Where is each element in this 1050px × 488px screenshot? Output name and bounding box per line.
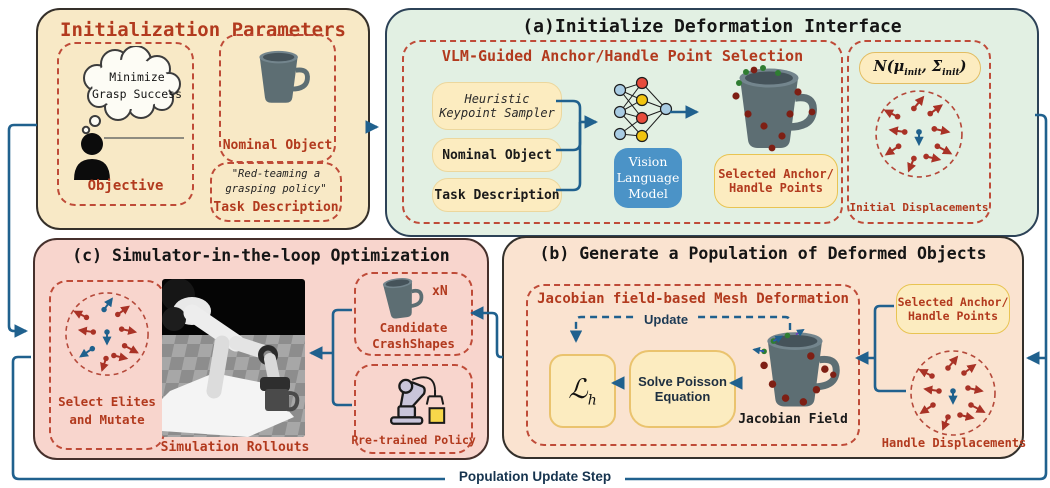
person-icon — [74, 133, 110, 180]
vlm-selection-box: VLM-Guided Anchor/Handle Point Selection… — [402, 40, 843, 224]
task-description-input-box: Task Description — [432, 178, 562, 212]
jacobian-box-title: Jacobian field-based Mesh Deformation — [537, 291, 849, 307]
panel-b-generate-population: (b) Generate a Population of Deformed Ob… — [502, 236, 1026, 459]
panel-a-title: (a)Initialize Deformation Interface — [522, 16, 902, 37]
population-update-step-label: Population Update Step — [445, 469, 625, 484]
panel-c-title: (c) Simulator-in-the-loop Optimization — [72, 246, 450, 265]
anchor-handle-pill: Selected Anchor/ Handle Points — [896, 284, 1010, 334]
divider-line — [104, 137, 184, 139]
robot-arm-icon — [390, 376, 446, 425]
anchor-pill-line2: Handle Points — [907, 309, 998, 323]
task-quote-line2: grasping policy" — [225, 183, 327, 195]
vlm-label-line3: Model — [628, 186, 668, 202]
mug-icon — [245, 48, 311, 108]
anchor-pill-line1: Selected Anchor/ — [897, 295, 1009, 309]
select-elites-box: Select Elites and Mutate — [49, 280, 165, 450]
handle-displacement-scatter-icon — [910, 350, 996, 436]
handle-displacements-label: Handle Displacements — [881, 436, 1027, 450]
crashshape-mug-icon — [380, 273, 426, 322]
jacobian-field-label: Jacobian Field — [738, 412, 848, 427]
vlm-label-line2: Language — [616, 169, 680, 185]
nominal-object-input-label: Nominal Object — [442, 147, 552, 163]
vlm-selection-title: VLM-Guided Anchor/Handle Point Selection — [441, 47, 804, 65]
neural-network-icon — [613, 76, 673, 143]
objective-label: Objective — [87, 178, 164, 194]
nominal-object-box: Nominal Object — [219, 34, 336, 163]
task-description-box: "Red-teaming a grasping policy" Task Des… — [210, 162, 342, 222]
select-elites-line2: and Mutate — [69, 412, 145, 427]
solve-poisson-line2: Equation — [654, 389, 711, 404]
formula-text: N(μinit, Σinit) — [873, 58, 967, 78]
panel-a-initialize-deformation: (a)Initialize Deformation Interface VLM-… — [385, 8, 1039, 237]
selected-points-line2: Handle Points — [729, 181, 823, 195]
task-description-input-label: Task Description — [434, 187, 560, 203]
gaussian-formula-pill: N(μinit, Σinit) — [859, 52, 981, 84]
initial-displacements-box: N(μinit, Σinit) Initial Displacem — [847, 40, 991, 224]
nominal-object-label: Nominal Object — [222, 138, 333, 153]
elites-scatter-icon — [65, 292, 149, 376]
thought-text-line2: Grasp Success — [91, 87, 182, 101]
panel-c-simulator-optimization: (c) Simulator-in-the-loop Optimization — [33, 238, 489, 460]
thought-text-line1: Minimize — [109, 70, 165, 84]
task-description-label: Task Description — [213, 200, 339, 215]
simulation-rollouts-label: Simulation Rollouts — [160, 440, 310, 455]
pretrained-policy-box: Pre-trained Policy — [351, 364, 476, 454]
jacobian-deformation-box: Jacobian field-based Mesh Deformation ℒh… — [526, 284, 860, 446]
jacobian-field-mug-icon — [752, 328, 842, 414]
displacement-scatter-icon — [875, 90, 963, 178]
vlm-label-line1: Vision — [628, 153, 668, 169]
nominal-object-input-box: Nominal Object — [432, 138, 562, 172]
loss-box: ℒh — [549, 354, 616, 428]
objective-box: Minimize Grasp Success Objective — [57, 42, 194, 206]
task-quote-line1: "Red-teaming a — [231, 168, 321, 180]
panel-initialization: Initialization Parameters Minimize Grasp… — [36, 8, 370, 230]
update-label: Update — [636, 312, 697, 327]
pretrained-policy-label: Pre-trained Policy — [351, 433, 476, 447]
candidate-line1: Candidate — [379, 320, 448, 335]
solve-poisson-line1: Solve Poisson — [638, 374, 727, 389]
solve-poisson-box: Solve Poisson Equation — [629, 350, 736, 428]
initial-displacements-label: Initial Displacements — [849, 201, 989, 214]
selected-points-pill: Selected Anchor/ Handle Points — [714, 154, 838, 208]
panel-b-title: (b) Generate a Population of Deformed Ob… — [539, 244, 987, 263]
thought-bubble-icon — [81, 46, 181, 135]
loss-symbol: ℒh — [568, 373, 597, 409]
candidate-crashshapes-box: xN Candidate CrashShapes — [354, 272, 473, 356]
heuristic-line1: Heuristic — [464, 92, 530, 106]
selected-points-line1: Selected Anchor/ — [718, 167, 834, 181]
heuristic-line2: Keypoint Sampler — [439, 106, 555, 120]
mug-with-points-icon — [732, 64, 820, 156]
crashshapes-count: xN — [432, 284, 448, 299]
candidate-line2: CrashShapes — [372, 336, 455, 351]
heuristic-sampler-box: Heuristic Keypoint Sampler — [432, 82, 562, 130]
vision-language-model-box: Vision Language Model — [614, 148, 682, 208]
robot-simulation-image — [162, 279, 305, 437]
select-elites-line1: Select Elites — [58, 394, 156, 409]
